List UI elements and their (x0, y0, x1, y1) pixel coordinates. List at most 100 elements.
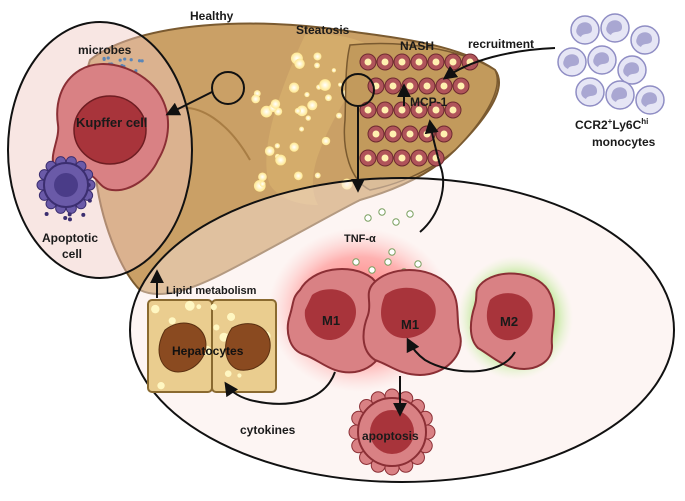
tnf-particle (406, 210, 414, 218)
fat-droplet (294, 58, 305, 69)
nash-fat (364, 106, 372, 114)
arrow-tnf-to-nash (419, 119, 445, 233)
arrow-m2-to-m1 (406, 337, 516, 373)
tnf-particle (364, 214, 372, 222)
monocyte-nucleus (623, 62, 640, 77)
label-tnf-alpha: TNF-α (344, 233, 376, 245)
monocyte-nucleus (563, 54, 580, 69)
apoptotic-cell-nucleus (54, 173, 78, 197)
arrows (150, 47, 556, 417)
label-lipid-metabolism: Lipid metabolism (166, 285, 257, 297)
nash-fat (423, 82, 431, 90)
hepatocyte-pair (147, 299, 277, 393)
nash-fat (398, 106, 406, 114)
label-apoptotic-cell: cell (62, 247, 83, 261)
hepatocyte-droplet (157, 382, 165, 390)
nash-fat (406, 130, 414, 138)
nash-fat (364, 154, 372, 162)
nash-fat (440, 130, 448, 138)
nash-fat (381, 154, 389, 162)
fat-droplet (294, 107, 301, 114)
fat-droplet (274, 143, 280, 149)
fat-droplet (314, 62, 320, 69)
hepatocyte-droplet (196, 304, 202, 310)
arrow-cytokines (224, 371, 336, 405)
nash-fat (432, 58, 440, 66)
nash-fat (423, 130, 431, 138)
microbe (123, 57, 127, 61)
healthy-zoom-circle (211, 71, 245, 105)
monocyte-nucleus (581, 84, 598, 99)
hepatocyte-droplet (168, 317, 176, 325)
fat-droplet (270, 99, 281, 109)
nash-fat (406, 82, 414, 90)
label-cytokines: cytokines (240, 423, 296, 437)
nash-fat (381, 58, 389, 66)
nash-fat (364, 58, 372, 66)
nash-fat (389, 130, 397, 138)
fat-droplet (299, 126, 305, 132)
nash-fat (398, 154, 406, 162)
fat-droplet (264, 146, 275, 156)
hepatocyte-droplet (210, 303, 217, 311)
nash-fat (372, 130, 380, 138)
nash-fat (415, 106, 423, 114)
label-m1-right: M1 (401, 317, 420, 332)
tnf-particle (368, 266, 376, 274)
tnf-particle (384, 258, 392, 266)
tnf-particle (388, 248, 396, 256)
fat-droplet (258, 172, 267, 182)
nash-fat (432, 106, 440, 114)
label-monocyte-type: CCR2+Ly6Chi (575, 117, 649, 132)
label-m1-left: M1 (322, 313, 341, 328)
fat-droplet (305, 115, 311, 121)
apoptotic-body (44, 211, 49, 216)
hepatocyte-droplet (227, 312, 236, 321)
label-kupffer-cell: Kupffer cell (76, 115, 148, 130)
microbe (102, 57, 106, 61)
label-monocytes: monocytes (592, 135, 656, 149)
fat-droplet (321, 136, 331, 146)
label-m2: M2 (500, 314, 519, 329)
apoptotic-body (87, 198, 92, 203)
nash-fat (398, 58, 406, 66)
hepatocyte-droplet (184, 300, 195, 311)
hepatocyte-droplet (237, 373, 242, 378)
hepatocyte-nucleus-right (225, 323, 271, 371)
monocyte-cluster (557, 13, 665, 115)
m1-right-nucleus (381, 287, 436, 339)
nash-fat (449, 58, 457, 66)
monocyte-nucleus (641, 92, 658, 107)
fat-droplet (331, 68, 337, 73)
fat-droplet (289, 142, 299, 152)
inflammation-panel (129, 177, 675, 483)
microbe (118, 58, 122, 62)
fat-droplet (275, 154, 287, 166)
monocyte-nucleus (636, 32, 653, 47)
m1-left-nucleus (304, 289, 356, 340)
apoptotic-body (67, 212, 72, 217)
fat-droplet (288, 82, 300, 93)
label-hepatocytes: Hepatocytes (172, 344, 244, 358)
liver (84, 22, 501, 296)
fat-droplet (314, 172, 321, 179)
hepatocyte-droplet (224, 370, 232, 377)
fat-droplet (307, 100, 318, 111)
nash-fat (449, 106, 457, 114)
tnf-particle (352, 258, 360, 266)
fat-droplet (296, 105, 308, 117)
fat-droplet (304, 91, 310, 98)
label-recruitment: recruitment (468, 37, 535, 51)
label-apoptosis: apoptosis (362, 429, 419, 443)
arrow-recruitment (442, 47, 556, 80)
hepatocyte-droplet (213, 324, 220, 331)
fat-droplet (251, 94, 261, 104)
apoptotic-body (63, 216, 68, 221)
monocyte-nucleus (611, 87, 628, 102)
tnf-particle (392, 218, 400, 226)
tnf-particle (378, 208, 386, 216)
apoptotic-body (81, 212, 86, 217)
fat-droplet (313, 52, 322, 61)
